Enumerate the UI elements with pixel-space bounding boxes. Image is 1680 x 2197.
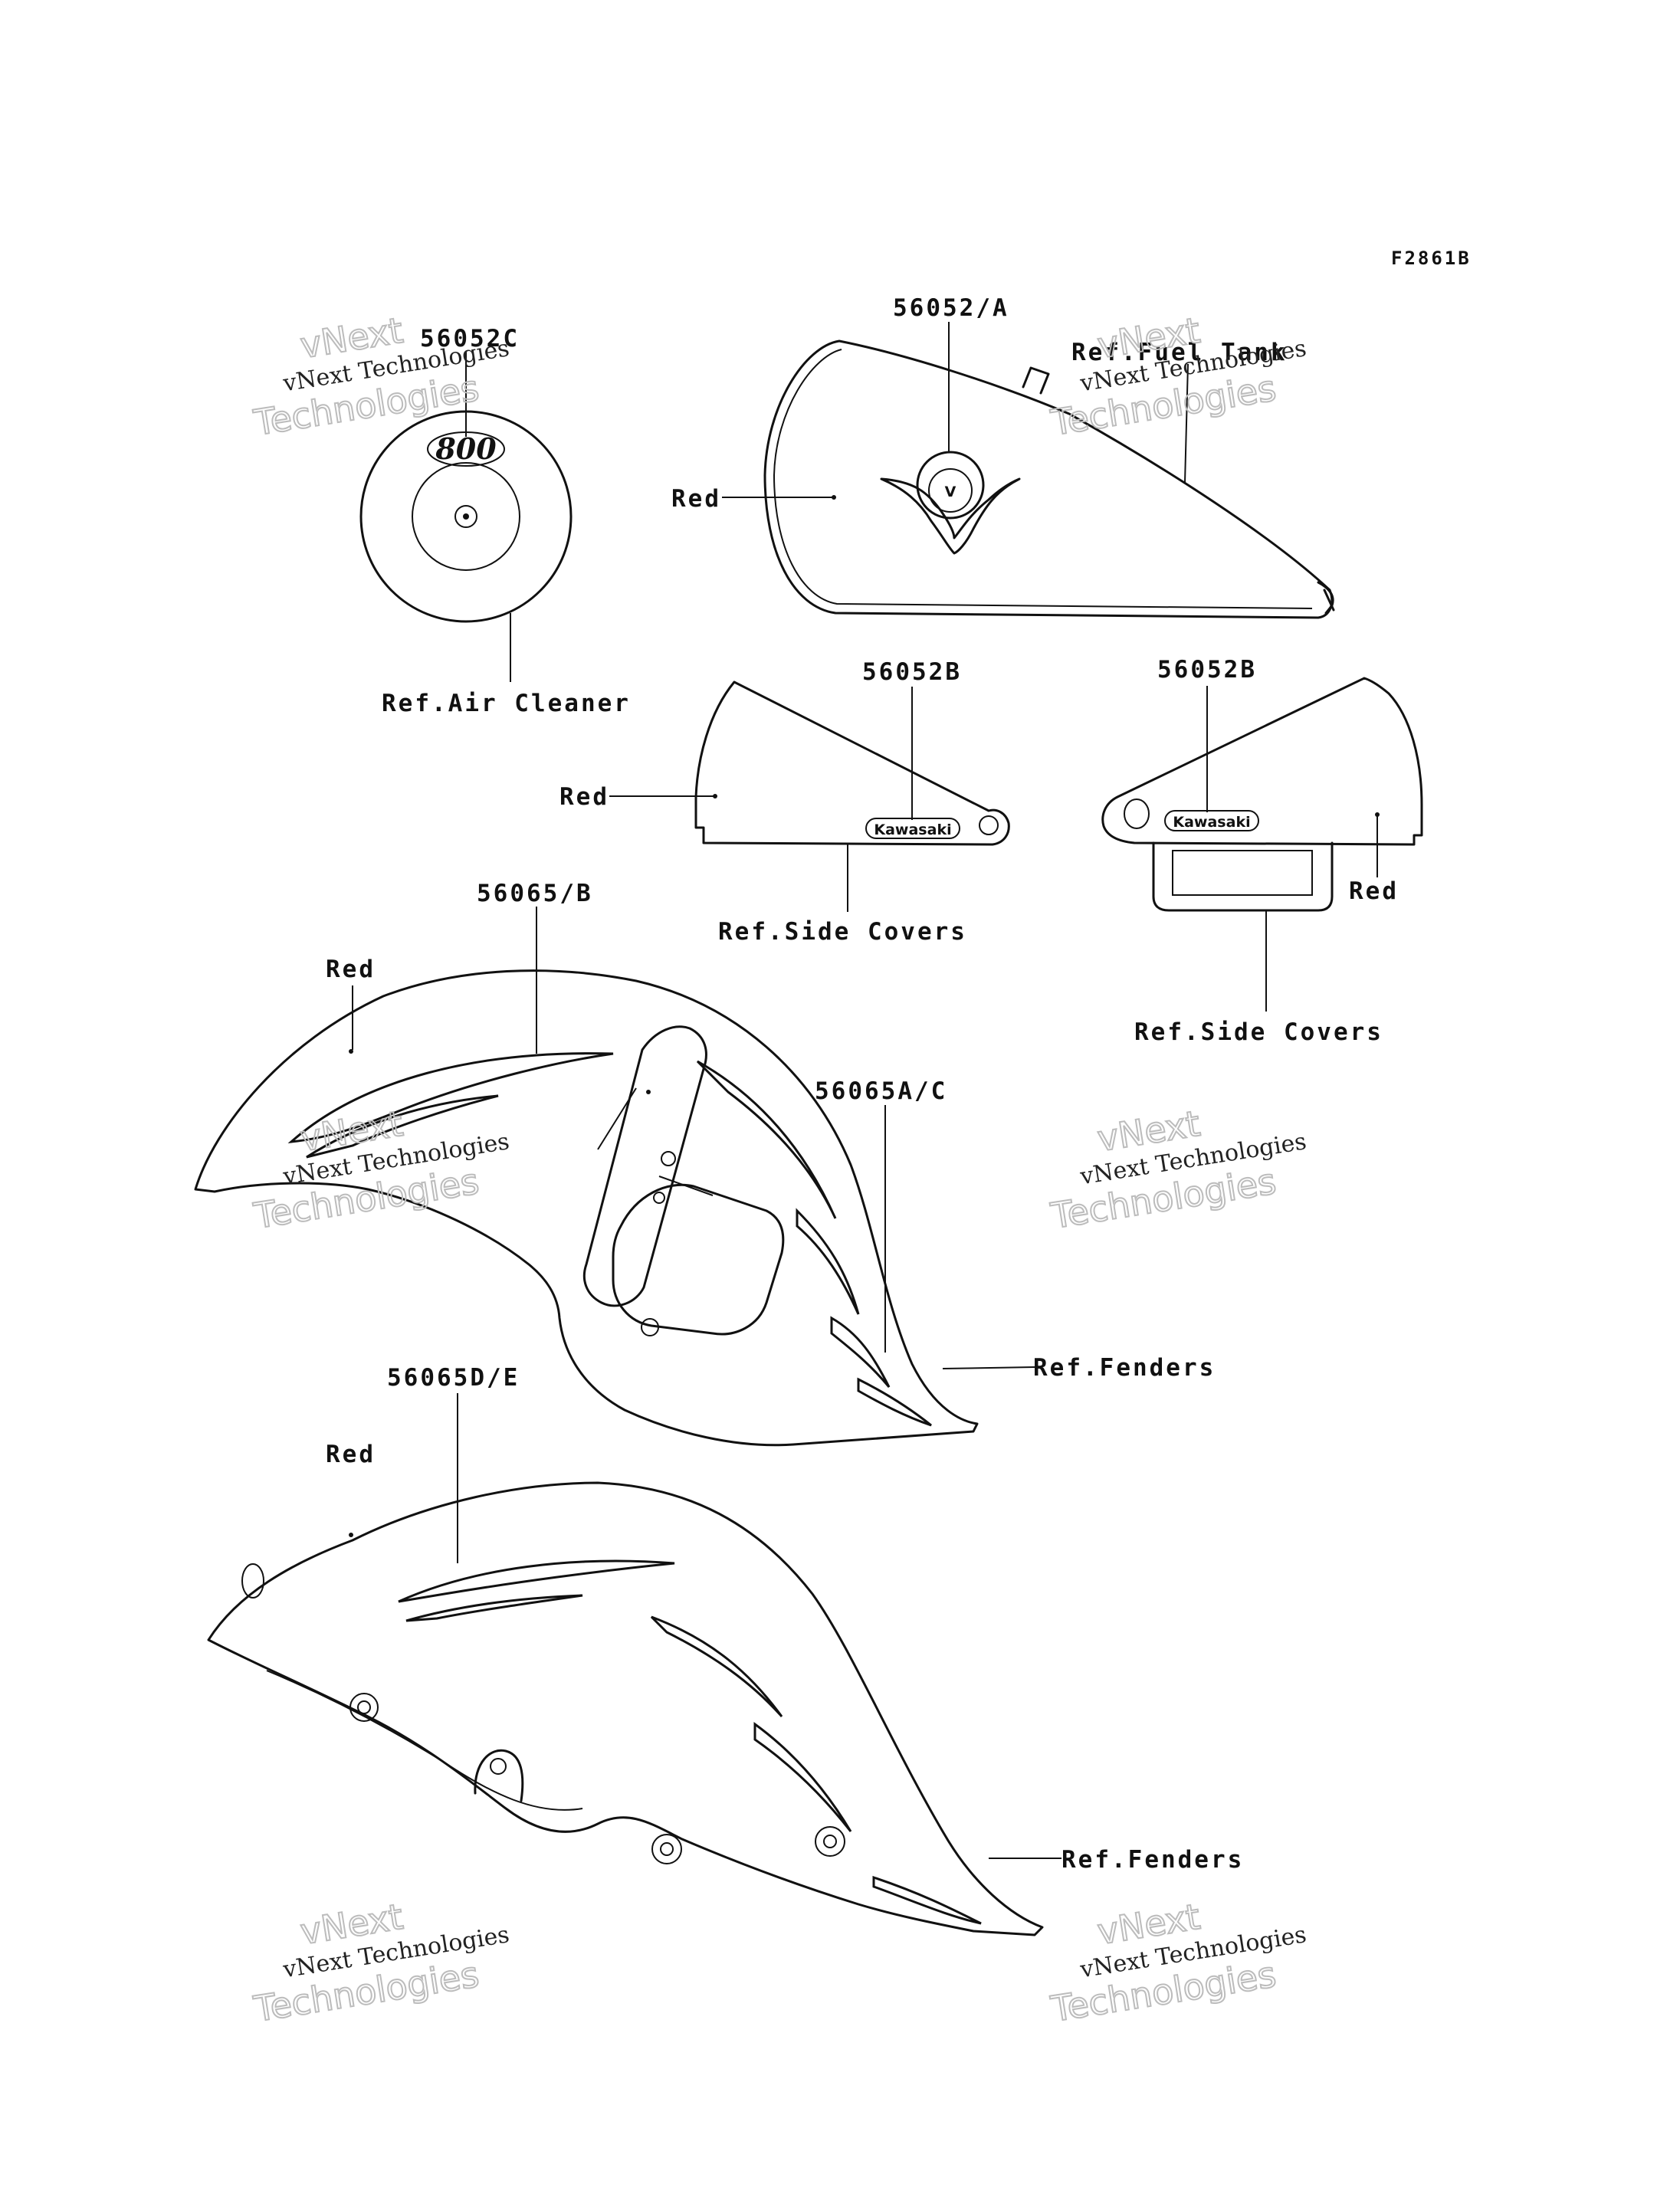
left-cover-kawasaki-emblem: Kawasaki: [874, 821, 951, 838]
label-right-56052b: 56052B: [1157, 656, 1257, 684]
front-fender-leaders: [349, 907, 1035, 1369]
figure-id: F2861B: [1391, 248, 1472, 269]
label-left-ref-side-covers: Ref.Side Covers: [718, 918, 967, 946]
watermark-top-right: vNext vNext Technologies Technologies: [1047, 309, 1308, 444]
fuel-tank-part: V: [763, 339, 1335, 619]
label-ref-fuel-tank: Ref.Fuel Tank: [1071, 339, 1288, 366]
label-left-cover-red: Red: [559, 783, 609, 811]
label-front-ref-fenders: Ref.Fenders: [1033, 1354, 1216, 1382]
rear-fender-leaders: [349, 1393, 1061, 1859]
right-cover-kawasaki-emblem: Kawasaki: [1173, 814, 1250, 831]
label-left-56052b: 56052B: [862, 658, 962, 686]
label-front-fender-red: Red: [326, 956, 376, 983]
label-right-ref-side-covers: Ref.Side Covers: [1134, 1018, 1383, 1046]
watermark-bottom-left: vNext vNext Technologies Technologies: [250, 1895, 511, 2031]
air-cleaner-part: 800: [359, 410, 573, 623]
label-right-cover-red: Red: [1349, 877, 1399, 905]
label-56065b: 56065/B: [477, 880, 593, 907]
label-56065ac: 56065A/C: [815, 1077, 947, 1105]
rear-fender-part: [207, 1481, 1044, 1936]
air-cleaner-800-emblem: 800: [435, 431, 497, 466]
label-56065de: 56065D/E: [387, 1364, 520, 1392]
air-cleaner-leaders: [465, 351, 511, 682]
label-tank-red: Red: [671, 485, 721, 513]
label-ref-air-cleaner: Ref.Air Cleaner: [382, 690, 631, 717]
left-side-cover-leaders: [609, 687, 913, 912]
watermark-middle-left: vNext vNext Technologies Technologies: [250, 1102, 511, 1238]
right-side-cover-leaders: [1206, 686, 1380, 1012]
label-rear-fender-red: Red: [326, 1441, 376, 1468]
front-fender-part: [194, 969, 979, 1447]
label-56052c: 56052C: [420, 325, 520, 353]
fuel-tank-leaders: [722, 322, 1189, 500]
left-side-cover-part: Kawasaki: [694, 680, 1010, 846]
watermark-middle-right: vNext vNext Technologies Technologies: [1047, 1102, 1308, 1238]
watermark-bottom-right: vNext vNext Technologies Technologies: [1047, 1895, 1308, 2031]
label-rear-ref-fenders: Ref.Fenders: [1061, 1846, 1244, 1874]
right-side-cover-part: Kawasaki: [1101, 677, 1423, 912]
tank-v-emblem-letter: V: [945, 484, 956, 500]
label-56052a: 56052/A: [893, 294, 1009, 322]
watermark-top-left: vNext vNext Technologies Technologies: [250, 309, 511, 444]
